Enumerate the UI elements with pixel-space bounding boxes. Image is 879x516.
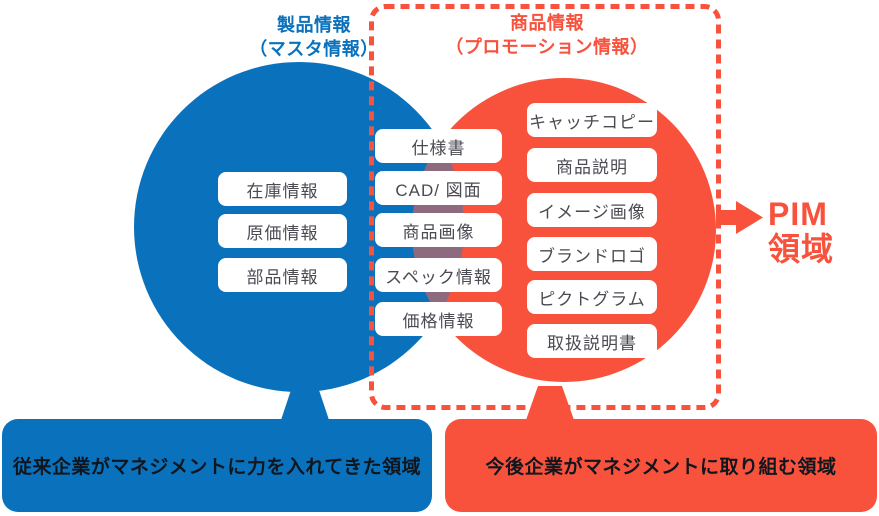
list-item: キャッチコピー — [527, 103, 657, 137]
footer-box-traditional: 従来企業がマネジメントに力を入れてきた領域 — [2, 419, 432, 512]
footer-box-traditional-label: 従来企業がマネジメントに力を入れてきた領域 — [12, 457, 422, 478]
left-connector-stem — [281, 384, 329, 420]
pim-scope-dashed-border — [369, 4, 721, 410]
pim-area-label: PIM 領域 — [768, 196, 835, 267]
list-item: 商品画像 — [375, 213, 502, 247]
arrow-right-icon — [716, 201, 763, 234]
list-item: ピクトグラム — [527, 280, 657, 314]
list-item: 商品説明 — [527, 148, 657, 182]
right-connector-stem — [526, 386, 574, 420]
list-item: ブランドロゴ — [527, 237, 657, 271]
footer-box-future: 今後企業がマネジメントに取り組む領域 — [445, 419, 877, 512]
list-item: 部品情報 — [218, 258, 347, 292]
list-item: 原価情報 — [218, 214, 347, 248]
left-circle-title: 製品情報 （マスタ情報） — [249, 15, 379, 59]
list-item: 価格情報 — [375, 302, 502, 336]
right-circle-title: 商品情報 （プロモーション情報） — [445, 13, 649, 57]
list-item: 取扱説明書 — [527, 324, 657, 358]
list-item: CAD/ 図面 — [375, 171, 502, 205]
list-item: 在庫情報 — [218, 172, 347, 206]
list-item: 仕様書 — [375, 129, 502, 163]
footer-box-future-label: 今後企業がマネジメントに取り組む領域 — [485, 457, 837, 478]
list-item: イメージ画像 — [527, 193, 657, 227]
list-item: スペック情報 — [375, 258, 502, 292]
